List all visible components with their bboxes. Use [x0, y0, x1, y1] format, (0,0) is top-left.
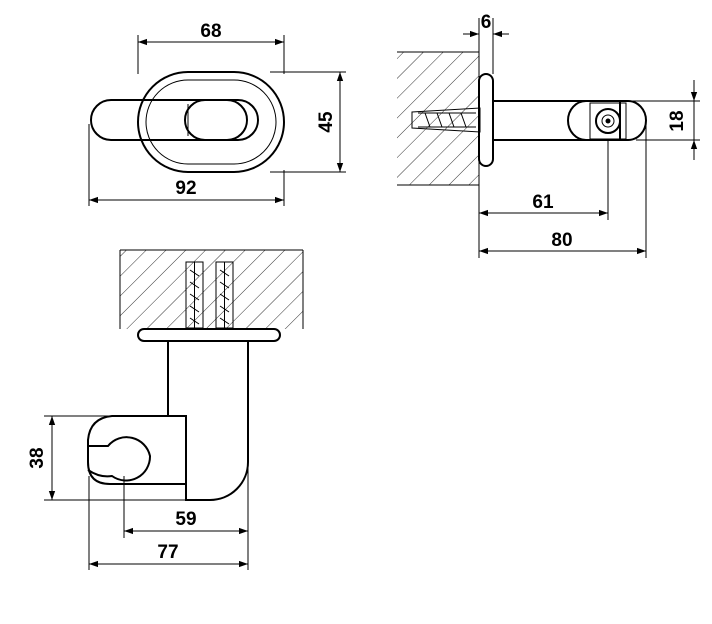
front-view: 38 59 77 — [27, 249, 304, 570]
dim-label-68: 68 — [200, 21, 221, 42]
front-body — [167, 341, 249, 501]
swivel-joint — [595, 108, 621, 134]
side-head — [567, 100, 647, 141]
dim-label-18: 18 — [667, 110, 688, 131]
holder-arm — [90, 99, 259, 141]
holder-clip — [184, 99, 248, 141]
dim-label-6: 6 — [481, 12, 492, 33]
side-wall-plate — [478, 73, 494, 167]
ceiling-section — [120, 250, 303, 329]
dim-label-80: 80 — [551, 230, 572, 251]
hook-opening — [87, 436, 152, 482]
wall-section — [397, 52, 479, 185]
top-view: 68 92 45 — [88, 21, 346, 206]
dim-label-45: 45 — [316, 111, 337, 133]
side-view: 6 61 80 18 — [397, 12, 700, 258]
front-flange — [137, 328, 281, 342]
side-arm — [493, 100, 621, 141]
dim-label-38: 38 — [27, 447, 48, 468]
wall-plate-outline — [137, 71, 285, 173]
dim-label-92: 92 — [175, 178, 196, 199]
front-hook — [87, 415, 187, 485]
wall-plate-inner — [145, 79, 277, 165]
dim-label-61: 61 — [532, 192, 554, 213]
dim-label-77: 77 — [157, 542, 178, 563]
dim-label-59: 59 — [175, 509, 196, 530]
